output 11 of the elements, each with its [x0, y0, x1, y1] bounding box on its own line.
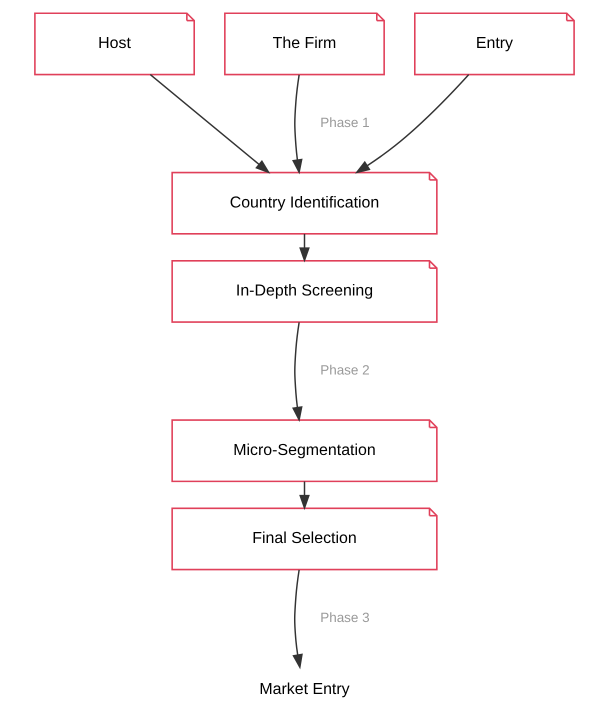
arrow: [298, 234, 310, 263]
arrow: [292, 74, 302, 174]
arrow: [292, 322, 302, 422]
arrow: [354, 74, 469, 174]
arrow: [149, 74, 270, 174]
arrow: [298, 481, 310, 510]
label: Phase 3: [320, 610, 370, 626]
arrow: [292, 570, 302, 670]
label: Phase 1: [320, 114, 370, 130]
node-text: Market Entry: [258, 680, 350, 698]
label: Phase 2: [320, 362, 370, 378]
